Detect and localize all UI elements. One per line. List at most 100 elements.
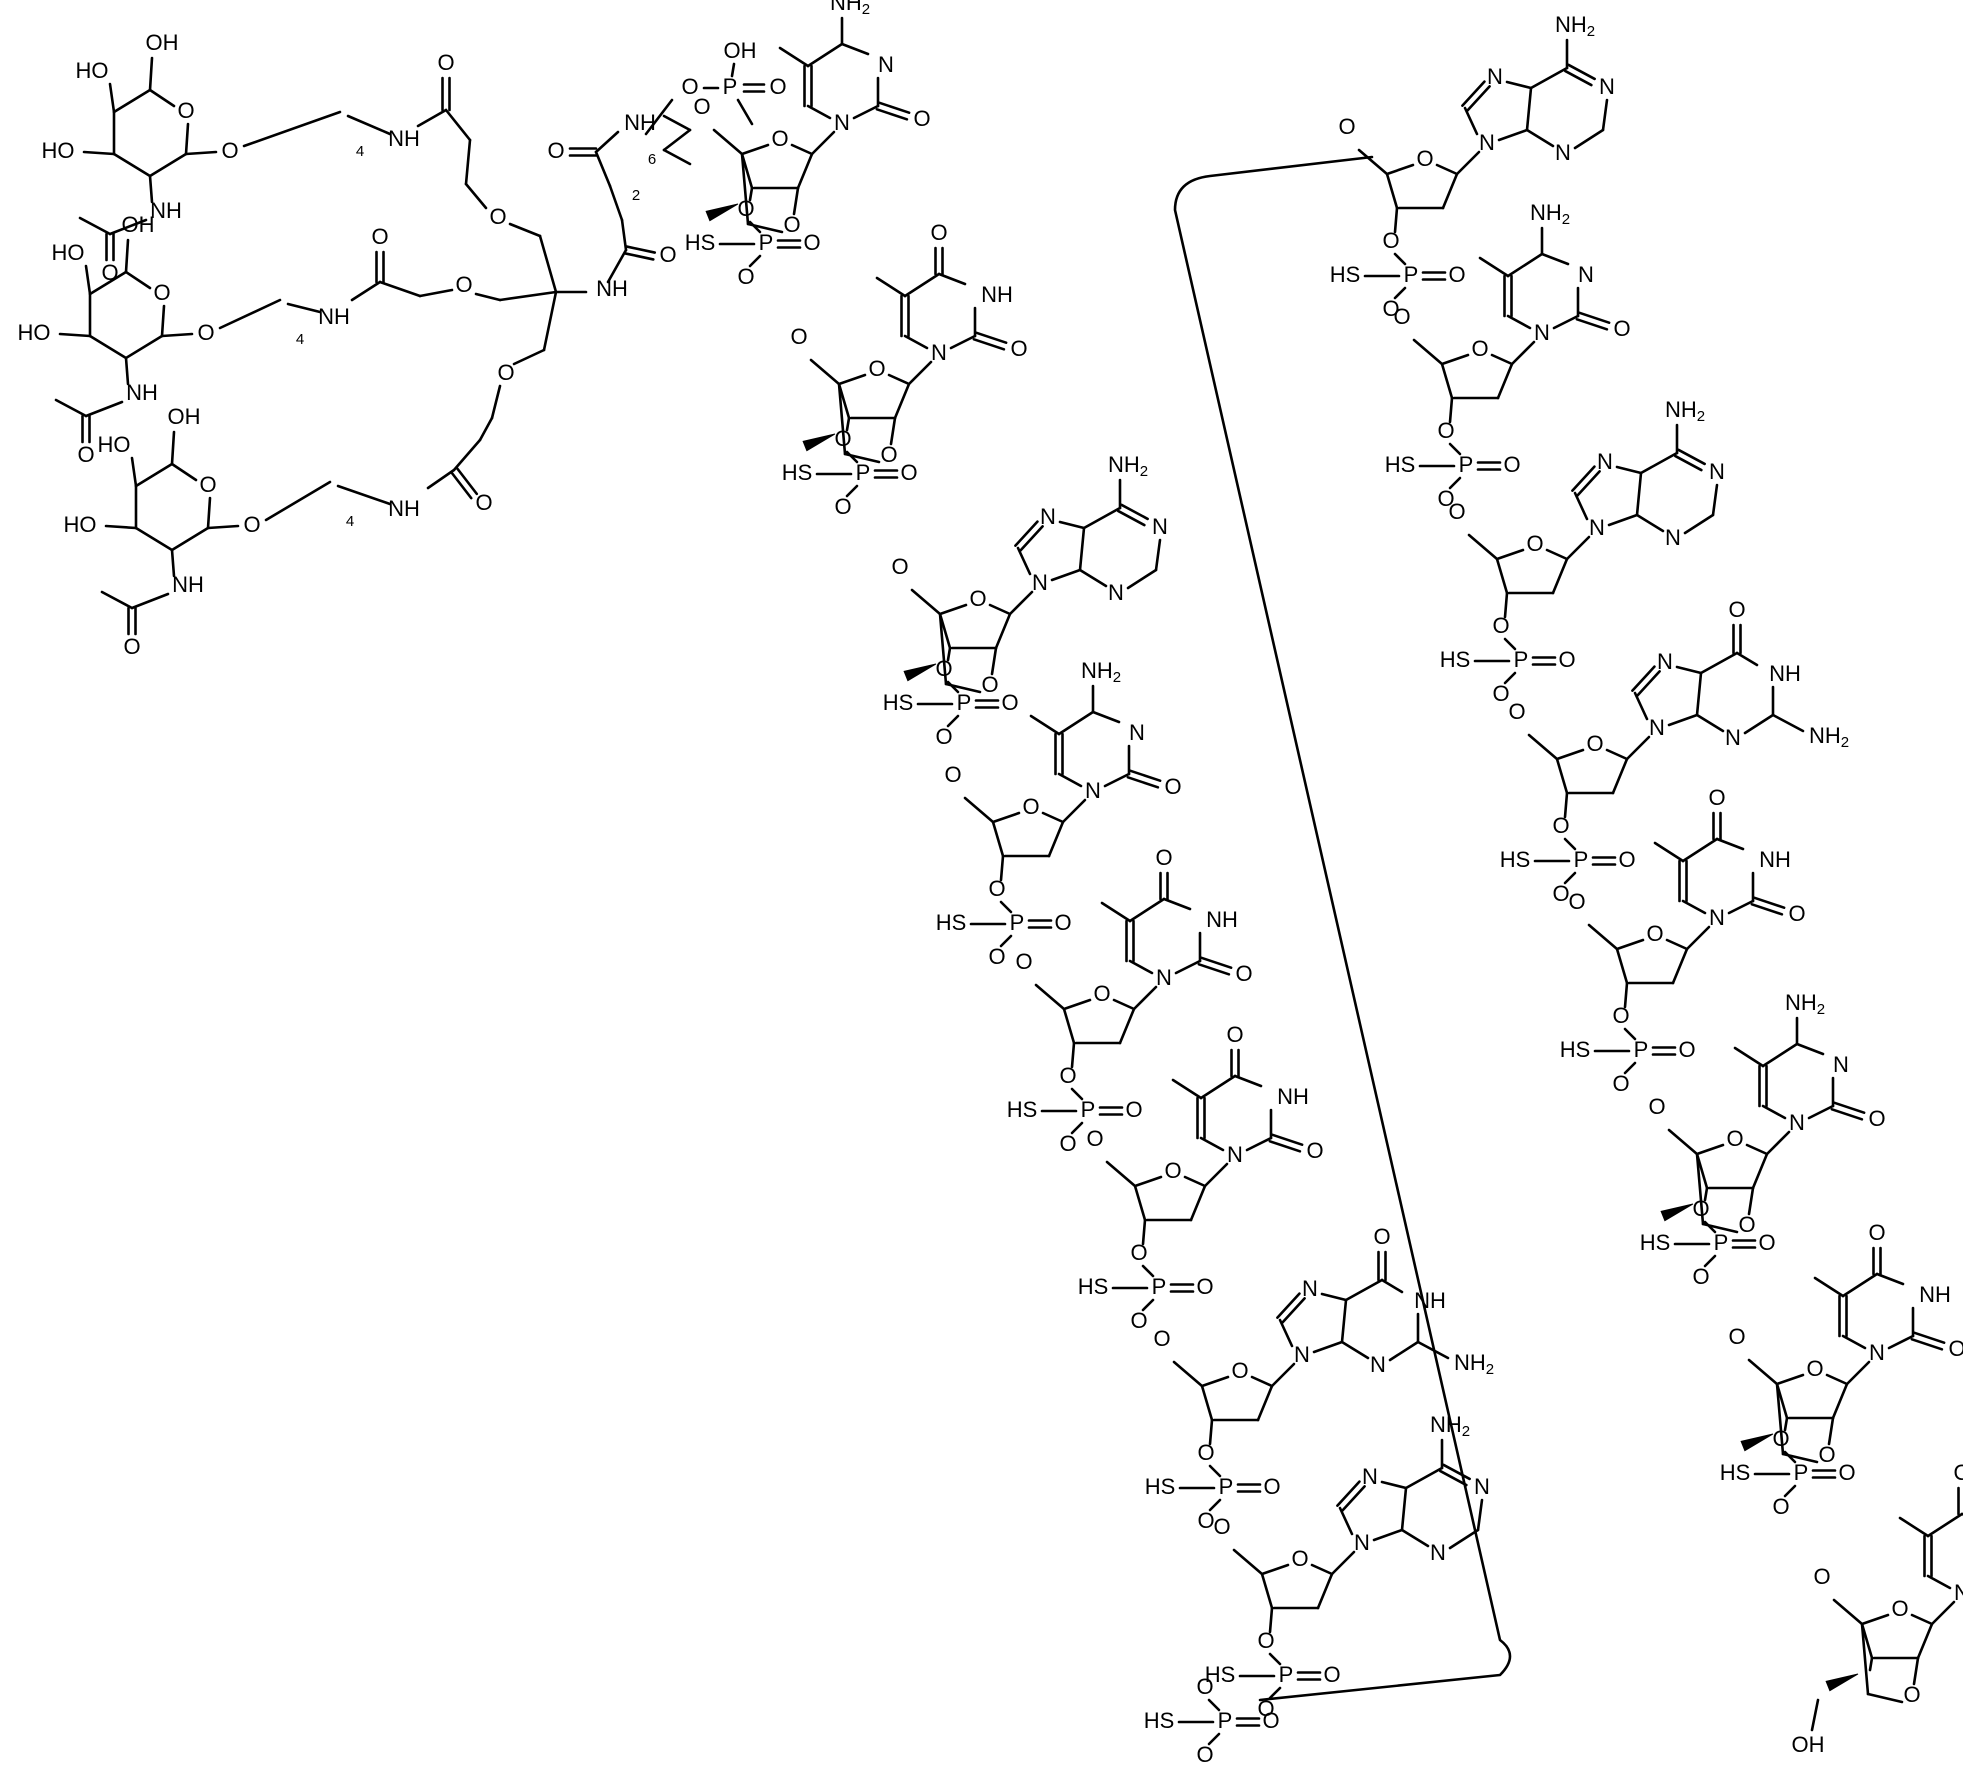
hydroxyl-bond (132, 458, 136, 486)
c5-bond (1359, 150, 1387, 174)
ring-oxygen: O (1416, 146, 1433, 171)
base-bond (1669, 715, 1697, 725)
ring-bond (1202, 1377, 1228, 1386)
ring-bond (150, 154, 186, 176)
ester-oxygen: O (1059, 1063, 1076, 1088)
base-bond (1406, 1468, 1442, 1488)
base-nitrogen: N (1709, 459, 1725, 484)
base-bond (1575, 493, 1587, 519)
ring-bond (1135, 1186, 1145, 1220)
phosphorus: P (1219, 1474, 1234, 1499)
glycosidic-bond (1627, 737, 1649, 759)
thiol-label: HS (685, 230, 716, 255)
amide-nh: NH (318, 304, 350, 329)
base-double (1015, 522, 1037, 546)
ester-oxygen: O (1772, 1426, 1789, 1451)
base-nitrogen: N (1227, 1142, 1243, 1167)
ester-oxygen: O (1552, 813, 1569, 838)
label-layer: OOONONNH2PHSOOOOOONONHOPHSOOOOOONNNNNH2P… (18, 0, 1963, 1767)
phosphoryl-oxygen: O (1503, 452, 1520, 477)
ester-oxygen: O (1257, 1628, 1274, 1653)
ring-bond (1777, 1375, 1803, 1384)
pyranose-oxygen: O (177, 98, 194, 123)
ring-bond (1258, 1386, 1272, 1420)
base-bond (1763, 1106, 1785, 1118)
amino-label: NH2 (1809, 723, 1849, 751)
amide-nh: NH (596, 276, 628, 301)
base-double (1122, 505, 1148, 519)
methyl-bond (1031, 716, 1059, 734)
glycosidic-bond (1205, 1164, 1227, 1186)
ring-bond (1043, 813, 1063, 822)
base-nitrogen: N (1954, 1580, 1963, 1605)
thiol-label: HS (1145, 1474, 1176, 1499)
propyl-chain (596, 152, 610, 186)
base-bond (1201, 1076, 1235, 1098)
glycosidic-bond (812, 132, 834, 154)
imide-nh: NH (1277, 1084, 1309, 1109)
ring-bond (1135, 1177, 1161, 1186)
ester-oxygen: O (988, 944, 1005, 969)
o5-oxygen: O (1728, 1324, 1745, 1349)
hydroxyl-bond (84, 152, 114, 154)
bridge-oxygen: O (1818, 1442, 1835, 1467)
base-bond (1084, 508, 1120, 528)
base-nitrogen: N (1085, 778, 1101, 803)
phosphoryl-oxygen: O (1758, 1230, 1775, 1255)
ether-oxygen: O (497, 360, 514, 385)
base-bond (1478, 1500, 1482, 1530)
branch-bond (420, 290, 452, 296)
hydroxyl-label: HO (42, 138, 75, 163)
phosphoryl-oxygen: O (1448, 262, 1465, 287)
c5-bond (1589, 925, 1617, 949)
ring-bond (1547, 550, 1567, 559)
base-bond (1235, 1076, 1261, 1086)
ester-oxygen: O (737, 196, 754, 221)
ring-bond (798, 154, 812, 188)
hydroxymethyl-bond (150, 58, 152, 90)
ester-oxygen: O (1059, 1131, 1076, 1156)
c5-bond (1036, 985, 1064, 1009)
phosphorus: P (1714, 1230, 1729, 1255)
thiol-label: HS (1078, 1274, 1109, 1299)
ring-bond (1557, 759, 1567, 793)
ring-bond (1437, 165, 1457, 174)
base-double (1679, 450, 1705, 464)
ring-bond (172, 464, 196, 480)
base-double (1565, 71, 1591, 85)
ring-bond (1617, 940, 1643, 949)
ring-bond (1387, 174, 1397, 208)
branch-bond (380, 282, 420, 296)
amide-oxygen: O (371, 224, 388, 249)
base-bond (1374, 1530, 1402, 1540)
base-nitrogen: N (1649, 715, 1665, 740)
o5-oxygen: O (944, 762, 961, 787)
acetyl-methyl (56, 400, 86, 416)
o5-oxygen: O (1393, 304, 1410, 329)
phosphorus: P (1404, 262, 1419, 287)
base-nitrogen: N (1370, 1352, 1386, 1377)
base-bond (1683, 839, 1717, 861)
base-bond (1797, 1044, 1823, 1054)
o5-oxygen: O (1153, 1326, 1170, 1351)
ring-bond (1387, 165, 1413, 174)
methyl-bond (1815, 1278, 1843, 1296)
base-nitrogen: N (1833, 1052, 1849, 1077)
ring-bond (1442, 364, 1452, 398)
terminal-bond (1812, 1700, 1818, 1730)
base-double (1632, 667, 1654, 691)
base-nitrogen: N (1869, 1340, 1885, 1365)
ester-oxygen: O (1612, 1071, 1629, 1096)
base-bond (1928, 1576, 1950, 1588)
base-bond (1637, 515, 1663, 531)
base-nitrogen: N (1129, 720, 1145, 745)
ester-oxygen: O (1196, 1742, 1213, 1767)
ring-bond (126, 336, 162, 358)
base-bond (808, 44, 842, 66)
base-double (1021, 526, 1043, 550)
chain-subscript: 2 (632, 187, 640, 204)
base-bond (1575, 130, 1603, 148)
amino-label: NH2 (1785, 990, 1825, 1018)
carbonyl-oxygen: O (913, 106, 930, 131)
base-double (1277, 1294, 1299, 1318)
